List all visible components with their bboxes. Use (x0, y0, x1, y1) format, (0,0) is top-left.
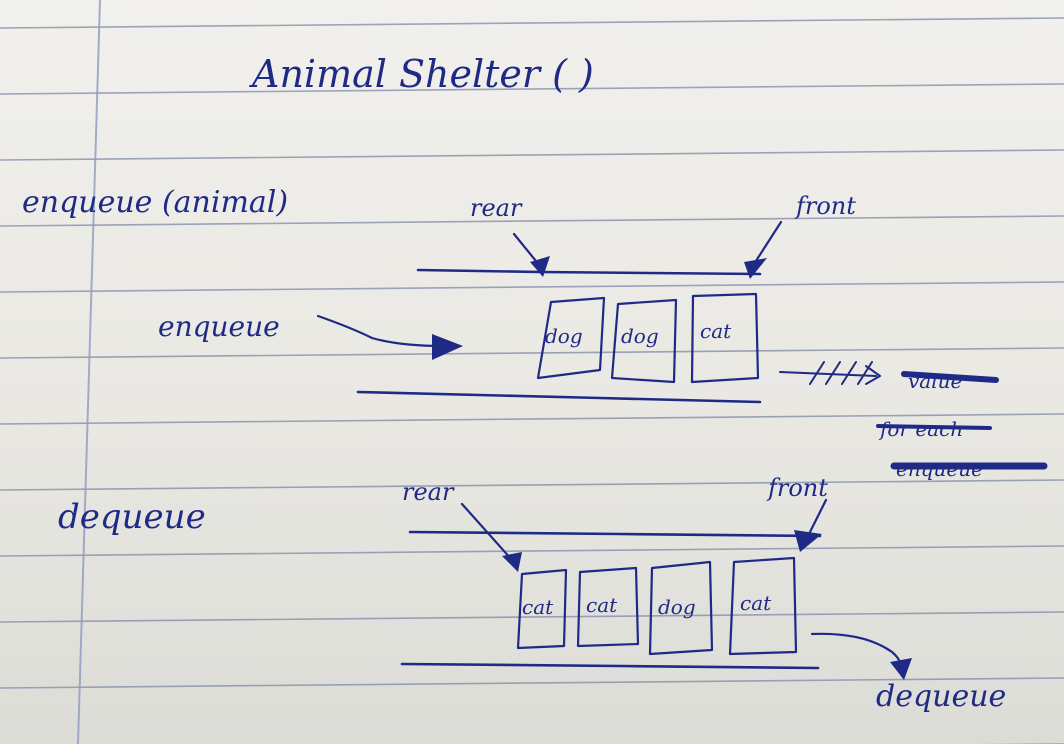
scribbled-notes: value for each enqueue (876, 369, 1048, 481)
dequeue-front-arrowhead (794, 530, 822, 552)
dequeue-box-2-label: cat (586, 593, 618, 617)
enqueue-arrow-label: enqueue (158, 310, 280, 343)
ruled-line (0, 479, 1064, 491)
dequeue-out-arrow (810, 632, 904, 678)
ruled-line (0, 281, 1064, 293)
enqueue-front-pointer-arrow (752, 220, 783, 266)
dequeue-box-4: cat (728, 556, 798, 656)
enqueue-box-3: cat (690, 292, 760, 384)
dequeue-box-1: cat (516, 568, 568, 650)
dequeue-queue-bottom-line (400, 662, 820, 670)
ruled-line (0, 611, 1064, 623)
strike-1 (901, 371, 999, 383)
enqueue-queue-top-line (416, 268, 762, 276)
dequeue-box-1-label: cat (522, 595, 554, 619)
ruled-line (0, 347, 1064, 359)
crossed-out-arrow-hatch (809, 361, 881, 385)
dequeue-front-label: front (766, 474, 828, 502)
enqueue-in-arrowhead (432, 334, 463, 360)
enqueue-in-arrow (316, 314, 444, 348)
ruled-line (0, 545, 1064, 557)
dequeue-box-4-label: cat (740, 591, 772, 615)
dequeue-rear-label: rear (402, 478, 455, 506)
enqueue-box-1-label: dog (545, 324, 583, 348)
dequeue-out-arrowhead (890, 658, 912, 680)
dequeue-box-3-label: dog (658, 595, 696, 619)
enqueue-heading: enqueue (animal) (22, 185, 288, 220)
enqueue-box-3-label: cat (700, 319, 732, 343)
ruled-line (0, 677, 1064, 689)
crossed-out-arrow (779, 371, 877, 377)
dequeue-queue-top-line (408, 530, 822, 538)
enqueue-front-arrowhead (744, 258, 767, 279)
enqueue-box-1: dog (536, 296, 606, 380)
ruled-line (0, 149, 1064, 161)
enqueue-rear-label: rear (470, 194, 523, 222)
enqueue-front-label: front (794, 192, 856, 220)
enqueue-queue-bottom-line (356, 390, 762, 404)
enqueue-box-2: dog (610, 298, 678, 384)
ruled-line (0, 17, 1064, 29)
dequeue-front-pointer-arrow (806, 498, 828, 538)
strike-2 (876, 424, 992, 430)
dequeue-out-label: dequeue (876, 679, 1006, 714)
ruled-line (0, 215, 1064, 227)
enqueue-rear-arrowhead (530, 256, 550, 277)
diagram-title: Animal Shelter ( ) (249, 52, 594, 96)
ruled-line (0, 83, 1064, 95)
margin-line (77, 0, 101, 744)
ruled-line (0, 413, 1064, 425)
dequeue-box-3: dog (648, 560, 714, 656)
dequeue-rear-arrowhead (502, 552, 522, 572)
enqueue-box-2-label: dog (621, 324, 659, 348)
dequeue-heading: dequeue (58, 497, 206, 537)
dequeue-box-2: cat (576, 566, 640, 648)
